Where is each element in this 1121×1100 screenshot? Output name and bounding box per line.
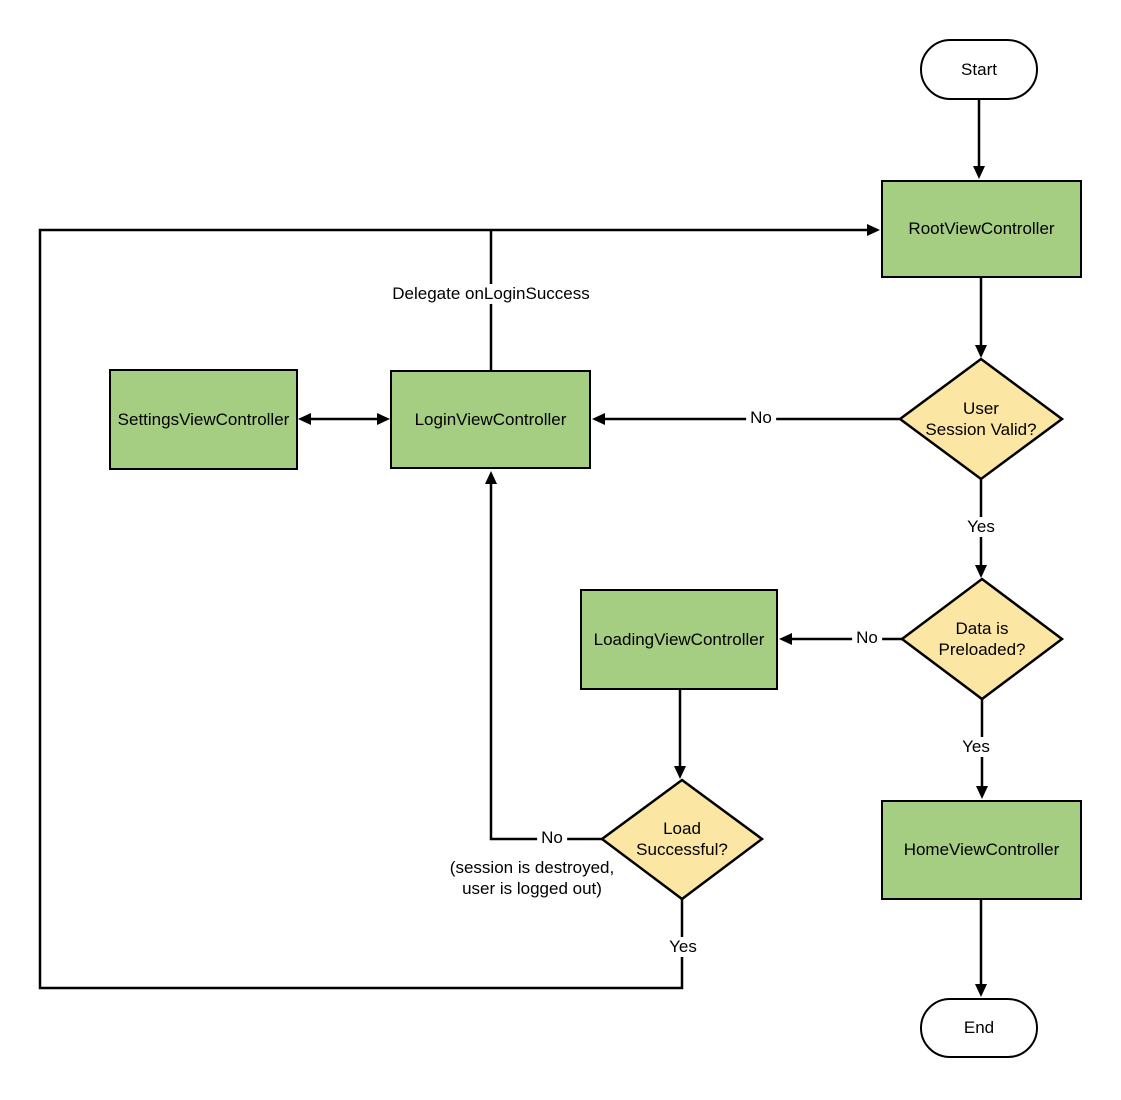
node-loading-view-controller: LoadingViewController bbox=[580, 589, 778, 690]
edge-label-session-no: No bbox=[746, 408, 776, 428]
arrowhead-session-no-to-login bbox=[592, 413, 605, 425]
arrowhead-loading-to-loadsuccess bbox=[674, 766, 686, 779]
decision-load-line1: Load bbox=[663, 818, 701, 838]
edge-label-session-yes: Yes bbox=[963, 517, 999, 537]
node-root-view-controller: RootViewController bbox=[881, 180, 1082, 278]
decision-preloaded-line1: Data is bbox=[955, 618, 1009, 638]
node-root-label: RootViewController bbox=[908, 219, 1055, 239]
node-settings-view-controller: SettingsViewController bbox=[109, 369, 298, 470]
decision-preloaded-line2: Preloaded? bbox=[938, 640, 1026, 659]
node-start: Start bbox=[920, 39, 1038, 100]
node-settings-label: SettingsViewController bbox=[117, 409, 290, 429]
arrowhead-preloaded-no-to-loading bbox=[779, 633, 792, 645]
arrowhead-preloaded-yes-to-home bbox=[976, 786, 988, 799]
decision-session-line2: Session Valid? bbox=[925, 420, 1037, 439]
arrowhead-settings-side bbox=[298, 413, 311, 425]
node-end: End bbox=[920, 998, 1038, 1058]
node-loading-label: LoadingViewController bbox=[593, 629, 765, 649]
decision-load-successful-label: Load Successful? bbox=[636, 818, 728, 861]
decision-user-session-valid bbox=[897, 357, 1065, 481]
arrowhead-start-to-root bbox=[973, 166, 985, 179]
arrowhead-loadsuccess-no-to-login bbox=[485, 471, 497, 484]
decision-session-line1: User bbox=[963, 398, 999, 418]
node-home-label: HomeViewController bbox=[903, 840, 1060, 860]
edge-label-load-yes: Yes bbox=[665, 937, 701, 957]
arrowhead-home-to-end bbox=[975, 984, 987, 997]
node-home-view-controller: HomeViewController bbox=[881, 800, 1082, 900]
arrowhead-session-yes-to-preloaded bbox=[975, 565, 987, 578]
decision-load-successful bbox=[599, 778, 765, 901]
arrowhead-loadsuccess-yes-to-root bbox=[867, 224, 880, 236]
node-login-view-controller: LoginViewController bbox=[390, 370, 591, 469]
edge-label-delegate-onloginsuccess: Delegate onLoginSuccess bbox=[388, 284, 594, 304]
decision-data-is-preloaded bbox=[899, 577, 1065, 701]
node-start-label: Start bbox=[961, 59, 997, 79]
edge-loadsuccess-yes-to-root bbox=[38, 228, 868, 990]
note-line2: user is logged out) bbox=[462, 879, 602, 898]
arrowhead-login-side bbox=[377, 413, 390, 425]
decision-user-session-valid-label: User Session Valid? bbox=[925, 398, 1036, 441]
edge-label-load-no: No bbox=[537, 828, 567, 848]
node-login-label: LoginViewController bbox=[414, 409, 567, 429]
edge-label-preloaded-yes: Yes bbox=[958, 737, 994, 757]
decision-data-is-preloaded-label: Data is Preloaded? bbox=[939, 618, 1026, 661]
node-end-label: End bbox=[963, 1018, 995, 1038]
note-line1: (session is destroyed, bbox=[449, 857, 615, 877]
edge-label-preloaded-no: No bbox=[852, 628, 882, 648]
decision-load-line2: Successful? bbox=[636, 840, 728, 859]
arrowhead-root-to-session bbox=[975, 345, 987, 358]
note-session-destroyed: (session is destroyed, user is logged ou… bbox=[449, 856, 615, 900]
